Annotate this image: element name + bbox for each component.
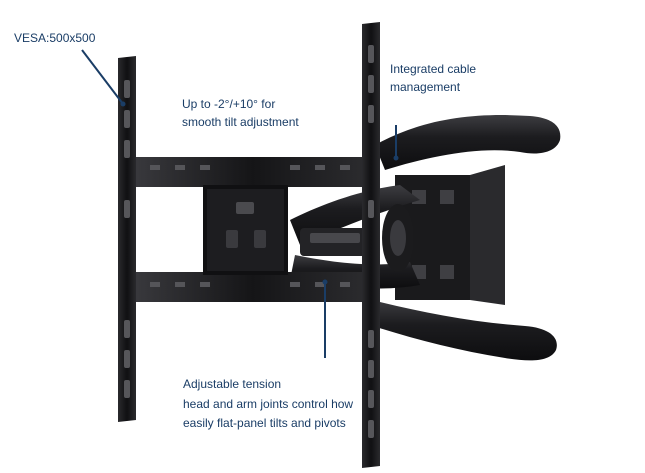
tilt-callout: Up to -2°/+10° for smooth tilt adjustmen… xyxy=(182,95,299,131)
cable-leader-dot xyxy=(393,155,399,161)
tension-leader-dot xyxy=(322,279,328,285)
tension-callout: Adjustable tension head and arm joints c… xyxy=(183,375,353,434)
tilt-callout-line-2: smooth tilt adjustment xyxy=(182,115,299,129)
cable-callout-line-2: management xyxy=(390,80,461,94)
tension-callout-line-1: Adjustable tension xyxy=(183,377,282,391)
articulating-arm xyxy=(290,185,420,289)
vesa-leader-line xyxy=(81,49,124,105)
horizontal-rails xyxy=(130,157,375,302)
cable-callout-line-1: Integrated cable xyxy=(390,62,477,76)
center-head-plate xyxy=(203,185,288,275)
tension-callout-line-2: head and arm joints control how xyxy=(183,396,354,411)
right-vertical-bracket xyxy=(362,22,380,468)
wall-plate xyxy=(370,115,561,361)
vesa-leader-dot xyxy=(120,101,126,107)
tension-callout-line-3: easily flat-panel tilts and pivots xyxy=(183,416,346,430)
tilt-callout-line-1: Up to -2°/+10° for xyxy=(182,97,276,111)
cable-management-callout: Integrated cable management xyxy=(390,60,476,96)
vesa-callout: VESA:500x500 xyxy=(14,29,95,47)
vesa-callout-text: VESA:500x500 xyxy=(14,31,96,45)
left-vertical-bracket xyxy=(118,56,136,422)
